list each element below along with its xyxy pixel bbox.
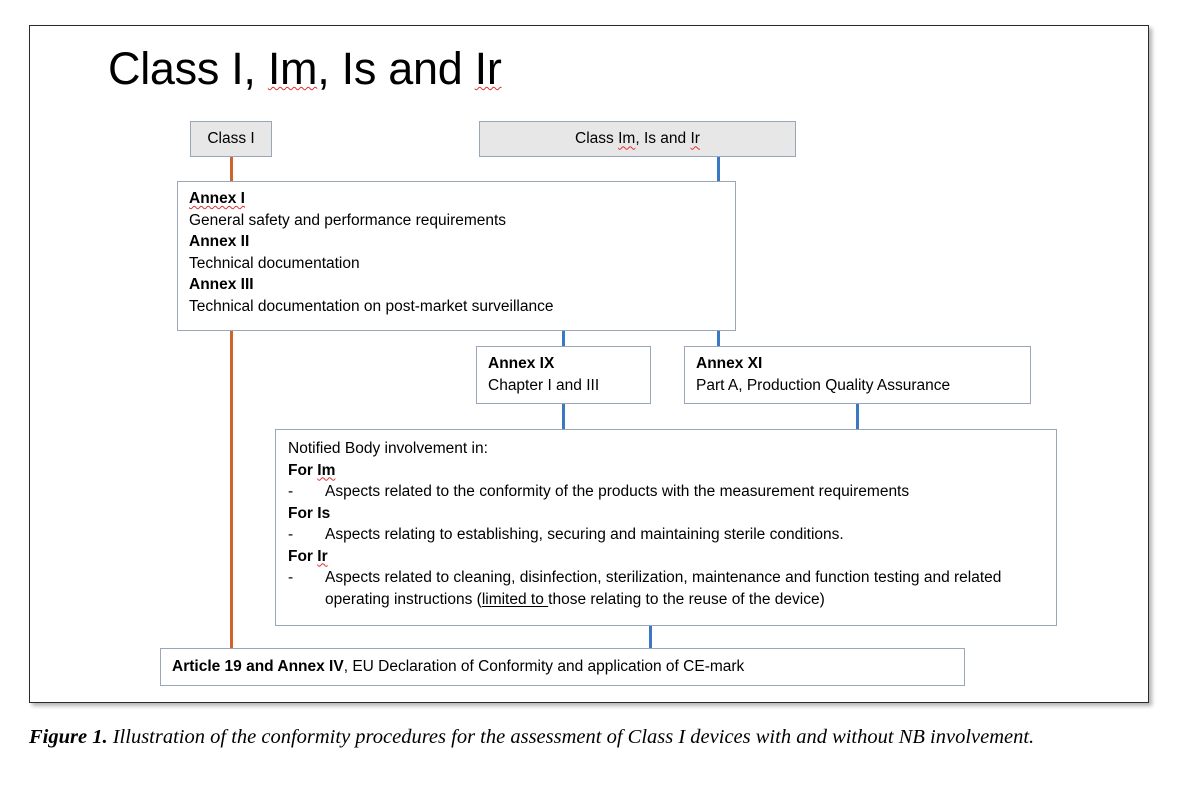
node-annex-ix[interactable]: Annex IX Chapter I and III [476, 346, 651, 404]
nb-for-is-bullet: - Aspects relating to establishing, secu… [288, 524, 1046, 546]
nb-for-is-label: For Is [288, 504, 331, 522]
nb-for-ir-dash: - [288, 569, 294, 586]
node-annexes-annex-ii-text: Technical documentation [189, 254, 360, 272]
nb-for-is-text: Aspects relating to establishing, securi… [325, 526, 844, 543]
connector-annexes-to-annex-xi [717, 331, 720, 347]
node-annexes-annex-i-text: General safety and performance requireme… [189, 211, 507, 229]
connector-classimisir-to-annexes [717, 157, 720, 182]
nb-for-im-label: For Im [288, 461, 336, 479]
nb-for-im-text: Aspects related to the conformity of the… [325, 483, 910, 500]
diagram-title-part-mid: , Is and [317, 43, 475, 94]
diagram-title: Class I, Im, Is and Ir [108, 40, 502, 98]
nb-for-ir-text: Aspects related to cleaning, disinfectio… [325, 567, 1046, 610]
nb-for-ir-label: For Ir [288, 547, 328, 565]
node-annexes-annex-iii-title: Annex III [189, 276, 254, 293]
nb-for-ir-line2-a: related operating instructions ( [325, 569, 1002, 608]
connector-notified-body-to-article19 [649, 626, 652, 649]
connector-annex-ix-to-notified-body [562, 404, 565, 430]
connector-annexes-to-article19 [230, 331, 233, 649]
node-class-im-is-ir[interactable]: Class Im, Is and Ir [479, 121, 796, 157]
node-annexes[interactable]: Annex I General safety and performance r… [177, 181, 736, 331]
nb-for-ir-line1: Aspects related to cleaning, disinfectio… [325, 569, 950, 586]
figure-caption-text: Illustration of the conformity procedure… [107, 726, 1035, 748]
figure-frame: Class I, Im, Is and Ir Class I Class Im,… [29, 25, 1149, 703]
nb-for-ir-line2-b: those relating to the reuse of the devic… [548, 590, 825, 608]
figure-caption: Figure 1. Illustration of the conformity… [29, 722, 1149, 752]
nb-for-ir-bullet: - Aspects related to cleaning, disinfect… [288, 567, 1046, 610]
connector-class-i-to-annexes [230, 157, 233, 182]
node-notified-body[interactable]: Notified Body involvement in: For Im - A… [275, 429, 1057, 626]
node-class-im-is-ir-label: Class Im, Is and Ir [575, 130, 700, 148]
node-annexes-annex-iii-text: Technical documentation on post-market s… [189, 297, 554, 315]
node-annex-ix-text: Chapter I and III [488, 376, 600, 394]
diagram-title-part-ir: Ir [474, 43, 502, 94]
nb-heading: Notified Body involvement in: [288, 440, 488, 457]
flowchart-diagram: Class I, Im, Is and Ir Class I Class Im,… [30, 26, 1150, 704]
node-article-19-bold: Article 19 and Annex IV [172, 658, 344, 675]
nb-for-ir-line2-underlined: limited to [481, 590, 549, 608]
node-annex-xi-text: Part A, Production Quality Assurance [696, 376, 951, 394]
node-class-i-label: Class I [207, 130, 255, 148]
nb-for-im-bullet: - Aspects related to the conformity of t… [288, 481, 1046, 503]
node-annex-xi[interactable]: Annex XI Part A, Production Quality Assu… [684, 346, 1031, 404]
node-article-19-rest: , EU Declaration of Conformity and appli… [343, 658, 745, 675]
diagram-title-part-im: Im [267, 43, 318, 94]
diagram-title-part-class: Class I, [108, 43, 268, 94]
nb-for-im-dash: - [288, 483, 294, 500]
connector-annex-xi-to-notified-body [856, 404, 859, 430]
nb-for-is-dash: - [288, 526, 294, 543]
node-class-i[interactable]: Class I [190, 121, 272, 157]
figure-caption-label: Figure 1. [29, 726, 108, 748]
node-article-19[interactable]: Article 19 and Annex IV, EU Declaration … [160, 648, 965, 686]
node-annexes-annex-i-title: Annex I [189, 190, 245, 207]
node-annex-ix-title: Annex IX [488, 355, 555, 372]
connector-annexes-to-annex-ix [562, 331, 565, 347]
node-annex-xi-title: Annex XI [696, 355, 763, 372]
node-annexes-annex-ii-title: Annex II [189, 233, 250, 250]
